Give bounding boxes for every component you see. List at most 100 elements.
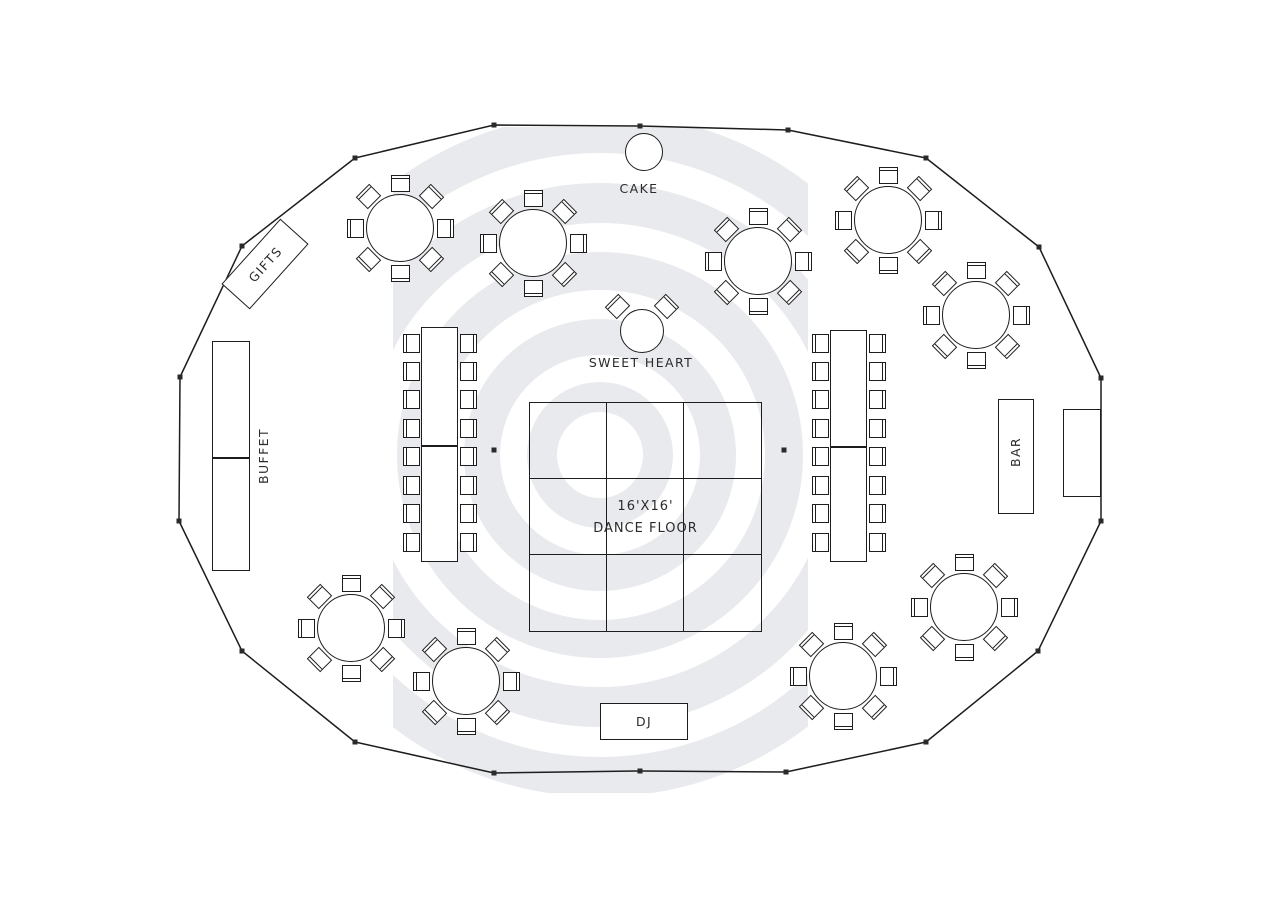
pole-marker	[637, 123, 643, 129]
dance-floor-panel	[530, 479, 607, 555]
dance-floor-panel	[684, 479, 761, 555]
gifts-table: GIFTS	[221, 218, 309, 310]
round-table	[432, 647, 500, 715]
chair	[459, 532, 477, 552]
chair	[402, 361, 420, 381]
pole-marker	[352, 739, 358, 745]
pole-marker	[491, 770, 497, 776]
chair	[966, 261, 986, 279]
side-table	[1063, 409, 1101, 497]
chair	[868, 475, 886, 495]
chair	[922, 305, 940, 325]
dance-floor-panel	[530, 403, 607, 479]
chair	[456, 717, 476, 735]
chair	[966, 351, 986, 369]
dance-floor-panel	[684, 403, 761, 479]
chair	[789, 666, 807, 686]
chair	[811, 447, 829, 467]
chair	[346, 218, 364, 238]
pole-marker	[177, 374, 183, 380]
chair	[569, 233, 587, 253]
dance-floor: 16'X16' DANCE FLOOR	[529, 402, 762, 632]
dance-floor-panel	[607, 403, 684, 479]
banquet-table-divider	[830, 446, 867, 448]
chair	[878, 256, 898, 274]
dance-floor-panel	[607, 555, 684, 631]
pole-marker	[1098, 375, 1104, 381]
chair	[456, 627, 476, 645]
chair	[1000, 597, 1018, 617]
pole-marker	[1035, 648, 1041, 654]
chair	[402, 333, 420, 353]
pole-marker	[783, 769, 789, 775]
chair	[402, 447, 420, 467]
chair	[910, 597, 928, 617]
dance-floor-size: 16'X16'	[617, 498, 674, 514]
chair	[868, 504, 886, 524]
chair	[402, 504, 420, 524]
chair	[459, 447, 477, 467]
chair	[833, 622, 853, 640]
buffet-label: BUFFET	[255, 427, 271, 485]
cake-label: CAKE	[619, 180, 659, 196]
chair	[748, 297, 768, 315]
pole-marker	[781, 447, 787, 453]
chair	[748, 207, 768, 225]
chair	[502, 671, 520, 691]
dj-label: DJ	[635, 714, 653, 729]
chair	[811, 504, 829, 524]
chair	[459, 361, 477, 381]
chair	[459, 390, 477, 410]
chair	[402, 390, 420, 410]
chair	[523, 189, 543, 207]
round-table	[854, 186, 922, 254]
round-table	[930, 573, 998, 641]
chair	[402, 532, 420, 552]
chair	[868, 390, 886, 410]
pole-marker	[1098, 518, 1104, 524]
pole-marker	[1036, 244, 1042, 250]
pole-marker	[491, 122, 497, 128]
round-table	[724, 227, 792, 295]
chair	[811, 418, 829, 438]
chair	[811, 333, 829, 353]
chair	[954, 553, 974, 571]
chair	[297, 618, 315, 638]
pole-marker	[239, 243, 245, 249]
chair	[811, 475, 829, 495]
chair	[402, 418, 420, 438]
chair	[834, 210, 852, 230]
chair	[954, 643, 974, 661]
chair	[412, 671, 430, 691]
chair	[459, 333, 477, 353]
banquet-table	[421, 327, 458, 562]
buffet-divider	[212, 457, 250, 459]
round-table	[942, 281, 1010, 349]
chair	[811, 390, 829, 410]
chair	[811, 532, 829, 552]
chair	[833, 712, 853, 730]
pole-marker	[176, 518, 182, 524]
chair	[459, 418, 477, 438]
chair	[868, 333, 886, 353]
cake-table	[625, 133, 663, 171]
chair	[459, 475, 477, 495]
chair	[436, 218, 454, 238]
chair	[390, 264, 410, 282]
gifts-label: GIFTS	[245, 243, 285, 285]
pole-marker	[923, 739, 929, 745]
chair	[479, 233, 497, 253]
pole-marker	[923, 155, 929, 161]
chair	[704, 251, 722, 271]
chair	[868, 532, 886, 552]
chair	[402, 475, 420, 495]
chair	[879, 666, 897, 686]
pole-marker	[352, 155, 358, 161]
dance-floor-panel	[530, 555, 607, 631]
round-table	[499, 209, 567, 277]
dance-floor-panel	[607, 479, 684, 555]
round-table	[809, 642, 877, 710]
banquet-table	[830, 330, 867, 562]
